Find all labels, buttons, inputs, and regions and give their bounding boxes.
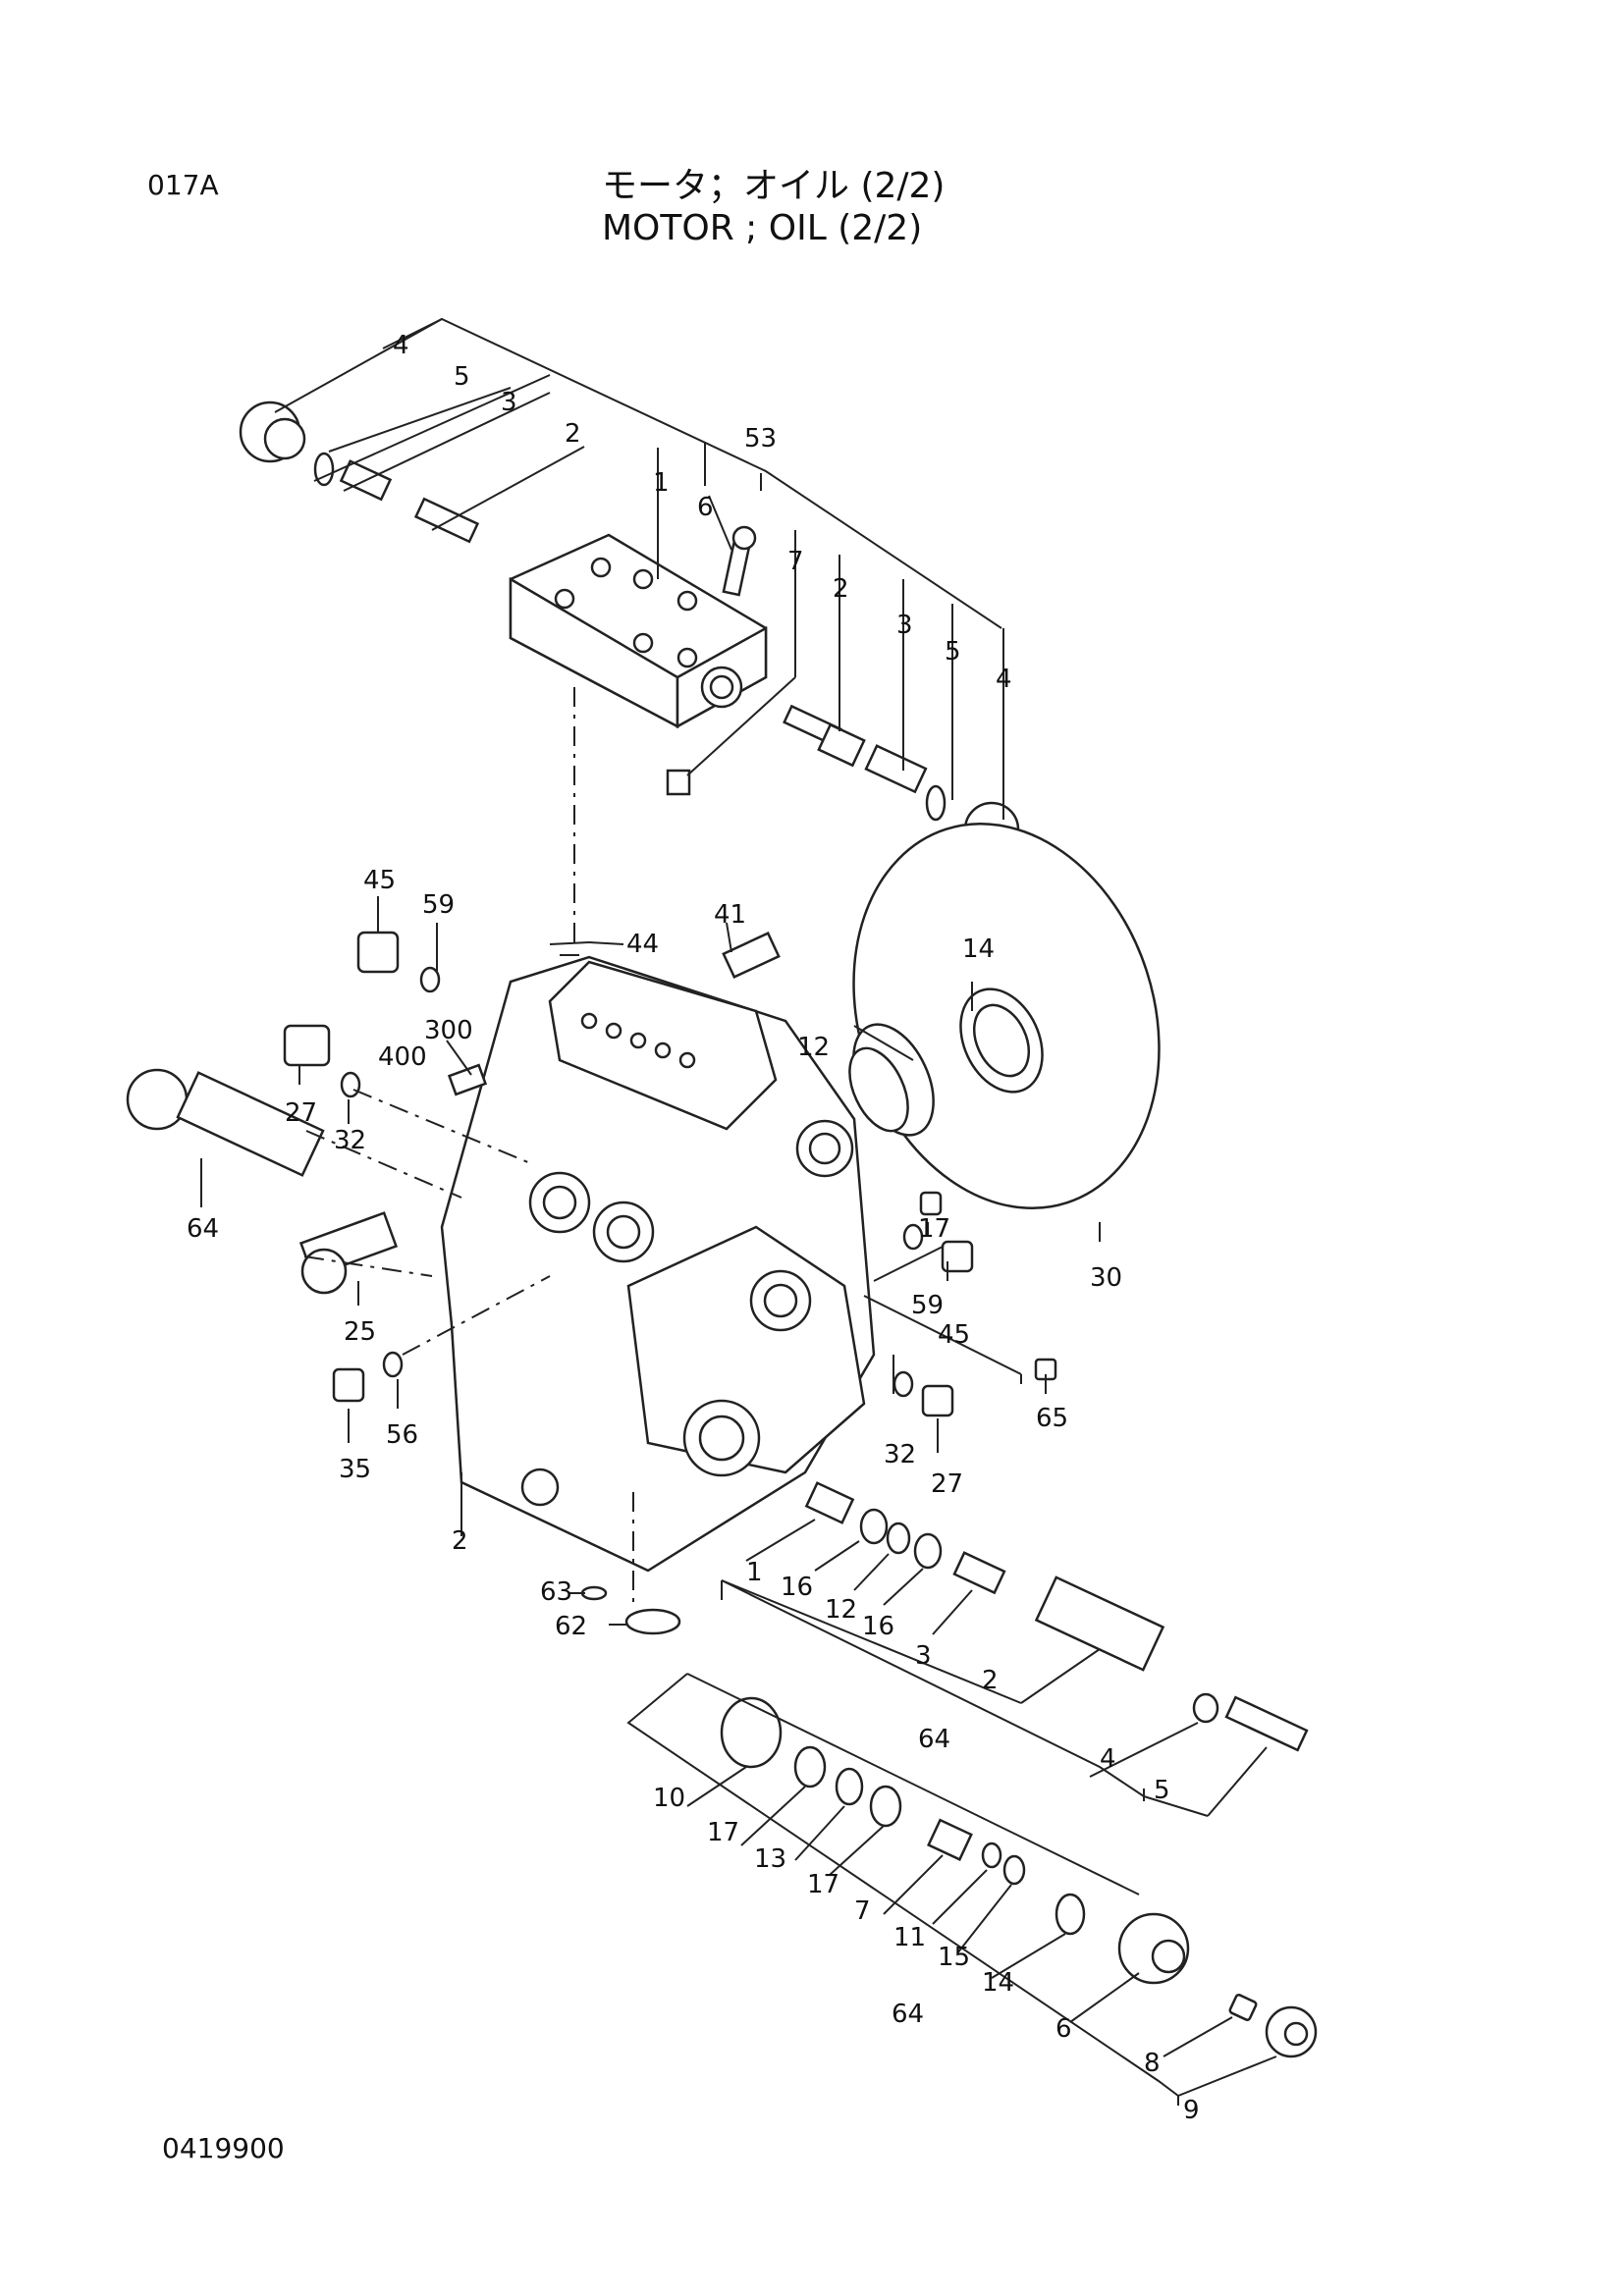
callout: 16 [862, 1612, 894, 1641]
callout: 2 [565, 419, 581, 449]
callout: 3 [896, 611, 913, 640]
callout: 64 [892, 2000, 924, 2029]
callout: 16 [781, 1573, 813, 1602]
callout: 25 [344, 1317, 376, 1347]
callout: 4 [1100, 1744, 1116, 1774]
callout: 3 [501, 388, 517, 417]
callout: 17 [707, 1818, 739, 1847]
bearing-parts [848, 988, 1044, 1137]
callout: 300 [424, 1016, 473, 1045]
callout: 2 [982, 1666, 999, 1695]
page-code: 017A [147, 169, 219, 201]
set-screw-7 [666, 769, 691, 796]
callout: 5 [1154, 1776, 1170, 1805]
document-number: 0419900 [162, 2132, 285, 2164]
callout: 65 [1036, 1404, 1068, 1433]
callout: 7 [854, 1896, 871, 1926]
leader-lines [200, 317, 1277, 2106]
callout: 41 [714, 900, 746, 930]
callout: 59 [422, 890, 455, 920]
callout: 62 [555, 1612, 587, 1641]
callout: 1 [746, 1558, 763, 1587]
callout: 2 [833, 574, 849, 604]
callout: 11 [893, 1923, 926, 1952]
callout: 9 [1183, 2096, 1200, 2125]
left-side-parts [126, 931, 488, 1403]
title-english: MOTOR ; OIL (2/2) [602, 208, 923, 248]
callout: 35 [339, 1455, 371, 1484]
callout: 45 [363, 866, 396, 895]
part-drawings [126, 400, 1318, 2058]
callout: 4 [393, 331, 409, 360]
callout: 5 [945, 637, 961, 667]
callout: 15 [938, 1943, 970, 1972]
callout: 64 [918, 1725, 950, 1754]
motor-housing [440, 955, 876, 1573]
lower-valve-assembly-b [720, 1696, 1318, 2058]
callout-labels: 4 5 3 2 1 53 6 7 2 3 5 4 45 59 41 44 300… [187, 331, 1200, 2125]
callout: 17 [807, 1870, 839, 1899]
callout: 64 [187, 1214, 219, 1244]
callout: 3 [915, 1641, 932, 1671]
callout: 44 [626, 930, 659, 959]
callout: 12 [825, 1595, 857, 1625]
callout: 400 [378, 1042, 427, 1072]
callout: 63 [540, 1577, 572, 1607]
callout: 4 [996, 665, 1012, 694]
callout: 8 [1144, 2049, 1161, 2078]
callout: 27 [285, 1098, 317, 1128]
title-japanese: モータ；オイル (2/2) [602, 166, 946, 206]
callout: 14 [962, 934, 995, 964]
callout: 32 [334, 1126, 366, 1155]
relief-valve-block [509, 533, 768, 729]
callout: 12 [797, 1033, 830, 1062]
callout: 6 [697, 493, 714, 522]
callout: 2 [452, 1526, 468, 1556]
callout: 56 [386, 1420, 418, 1450]
callout: 32 [884, 1440, 916, 1469]
callout: 53 [744, 424, 777, 454]
callout: 1 [653, 468, 670, 498]
callout: 14 [982, 1968, 1014, 1998]
right-side-parts [580, 931, 1057, 1635]
callout: 45 [938, 1320, 970, 1350]
callout: 5 [454, 362, 470, 392]
callout: 7 [787, 547, 804, 576]
callout: 6 [1055, 2014, 1072, 2044]
callout: 30 [1090, 1263, 1122, 1293]
callout: 17 [918, 1214, 950, 1244]
callout: 13 [754, 1844, 786, 1874]
callout: 59 [911, 1291, 944, 1320]
lower-valve-assembly-a [804, 1481, 1309, 1752]
callout: 27 [931, 1469, 963, 1499]
callout: 10 [653, 1784, 685, 1813]
